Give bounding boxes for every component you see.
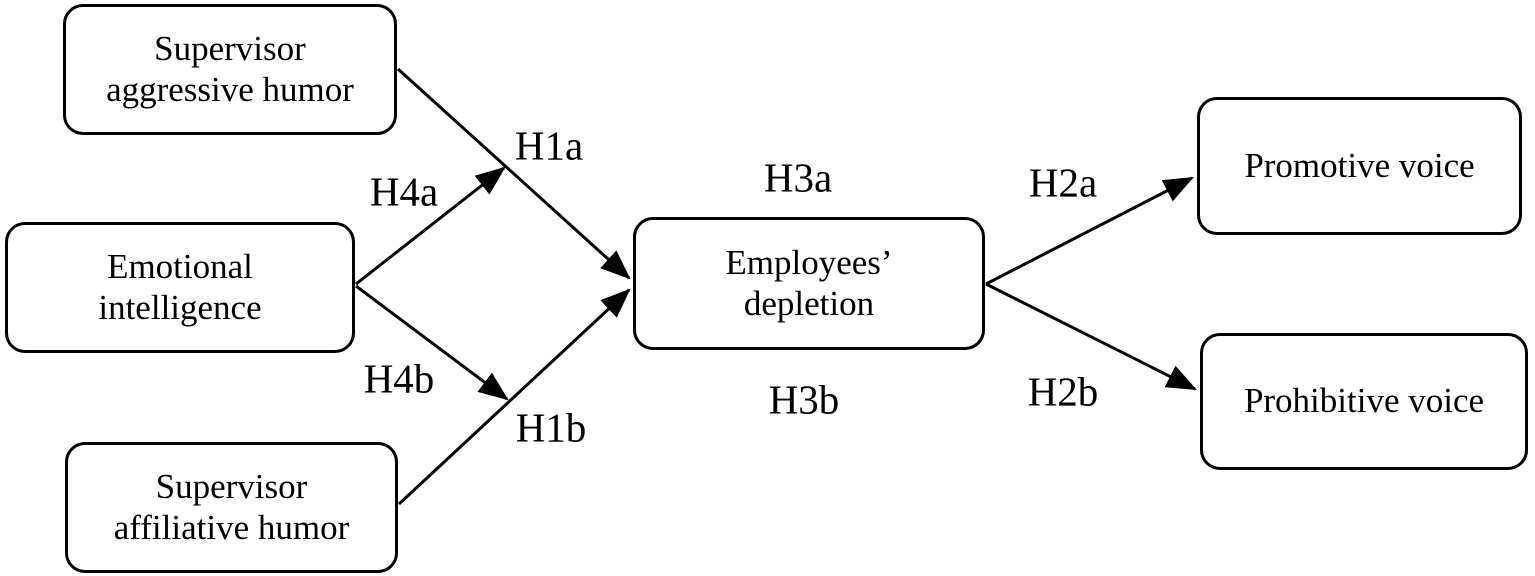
node-prohibitive-voice: Prohibitive voice xyxy=(1200,333,1528,470)
edge-label-h2b: H2b xyxy=(1027,368,1099,415)
edge-h2b-arrow xyxy=(985,282,1197,391)
edge-h1b-arrow xyxy=(397,288,631,506)
edge-label-h2a: H2a xyxy=(1028,159,1098,206)
edge-label-h1a: H1a xyxy=(514,122,584,169)
edge-label-h4b: H4b xyxy=(363,355,435,402)
node-supervisor-affiliative-humor: Supervisor affiliative humor xyxy=(65,442,398,573)
edge-h4b-arrow xyxy=(355,284,509,401)
node-employees-depletion: Employees’ depletion xyxy=(633,217,985,350)
edge-label-h1b: H1b xyxy=(515,404,587,451)
edge-label-h3a: H3a xyxy=(763,154,833,201)
node-emotional-intelligence: Emotional intelligence xyxy=(5,222,355,353)
edge-h4a-arrow xyxy=(355,166,506,286)
edge-h1a-arrow xyxy=(396,67,631,280)
edge-h2a-arrow xyxy=(985,176,1194,286)
node-supervisor-aggressive-humor: Supervisor aggressive humor xyxy=(63,4,397,135)
edge-label-h3b: H3b xyxy=(768,376,840,423)
node-promotive-voice: Promotive voice xyxy=(1197,97,1522,235)
edge-label-h4a: H4a xyxy=(369,168,439,215)
